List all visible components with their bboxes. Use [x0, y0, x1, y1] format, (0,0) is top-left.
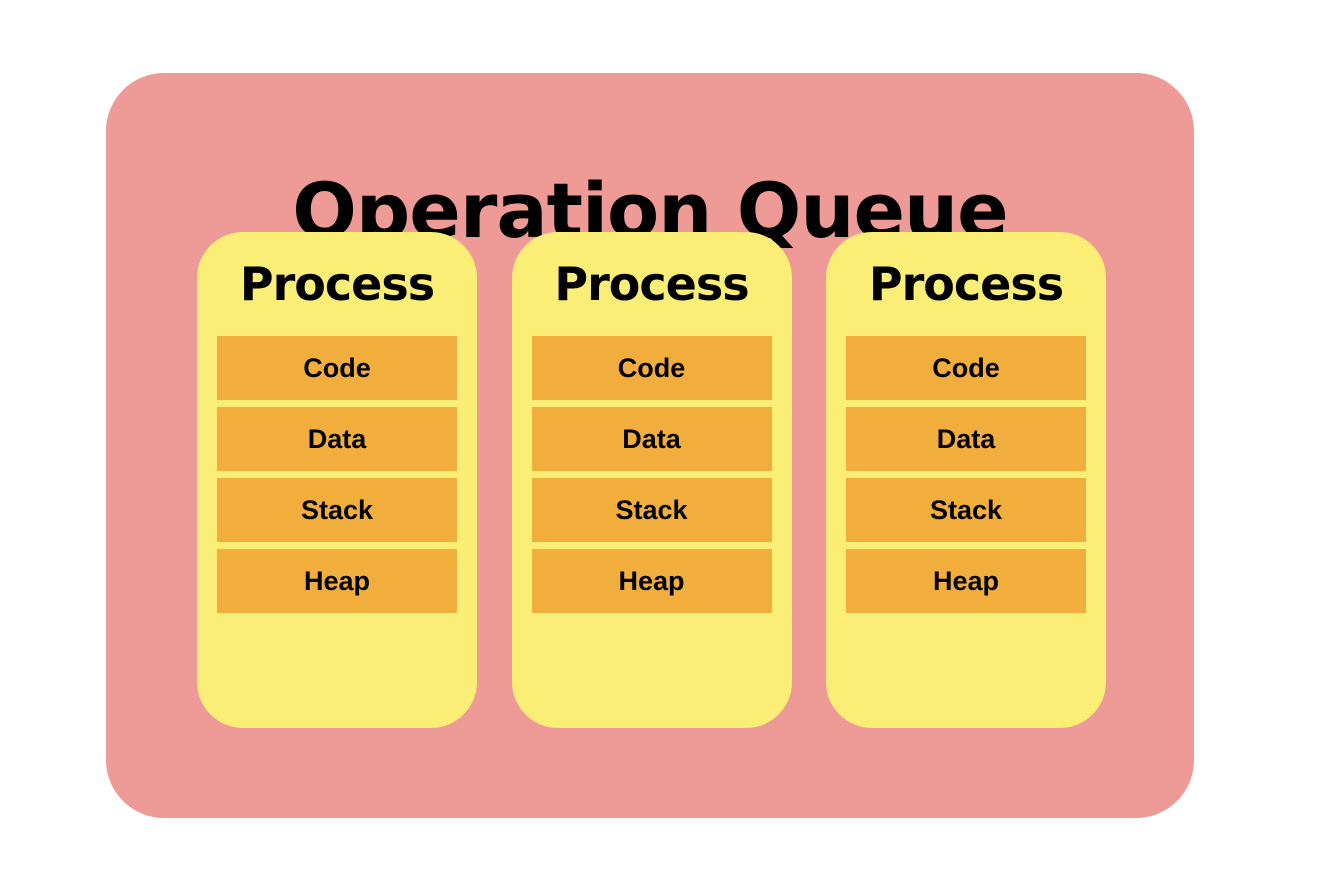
memory-segment-heap: Heap [531, 549, 772, 613]
memory-segment-stack: Code Data Stack Heap [531, 336, 772, 613]
memory-segment-data: Data [846, 407, 1086, 471]
process-card-title: Process [239, 257, 435, 311]
memory-segment-data: Data [531, 407, 772, 471]
memory-segment-heap: Heap [217, 549, 457, 613]
memory-segment-stack: Code Data Stack Heap [846, 336, 1086, 613]
operation-queue-container: Operation Queue Process Code Data Stack … [106, 73, 1194, 818]
memory-segment-stack-region: Stack [217, 478, 457, 542]
process-card: Process Code Data Stack Heap [826, 232, 1106, 728]
memory-segment-code: Code [531, 336, 772, 400]
process-card: Process Code Data Stack Heap [511, 232, 792, 728]
memory-segment-heap: Heap [846, 549, 1086, 613]
memory-segment-stack-region: Stack [531, 478, 772, 542]
memory-segment-code: Code [846, 336, 1086, 400]
process-card-title: Process [554, 257, 749, 311]
memory-segment-stack-region: Stack [846, 478, 1086, 542]
memory-segment-stack: Code Data Stack Heap [217, 336, 457, 613]
memory-segment-data: Data [217, 407, 457, 471]
process-card-title: Process [868, 257, 1064, 311]
process-list: Process Code Data Stack Heap Process Cod… [197, 232, 1106, 728]
process-card: Process Code Data Stack Heap [197, 232, 477, 728]
memory-segment-code: Code [217, 336, 457, 400]
